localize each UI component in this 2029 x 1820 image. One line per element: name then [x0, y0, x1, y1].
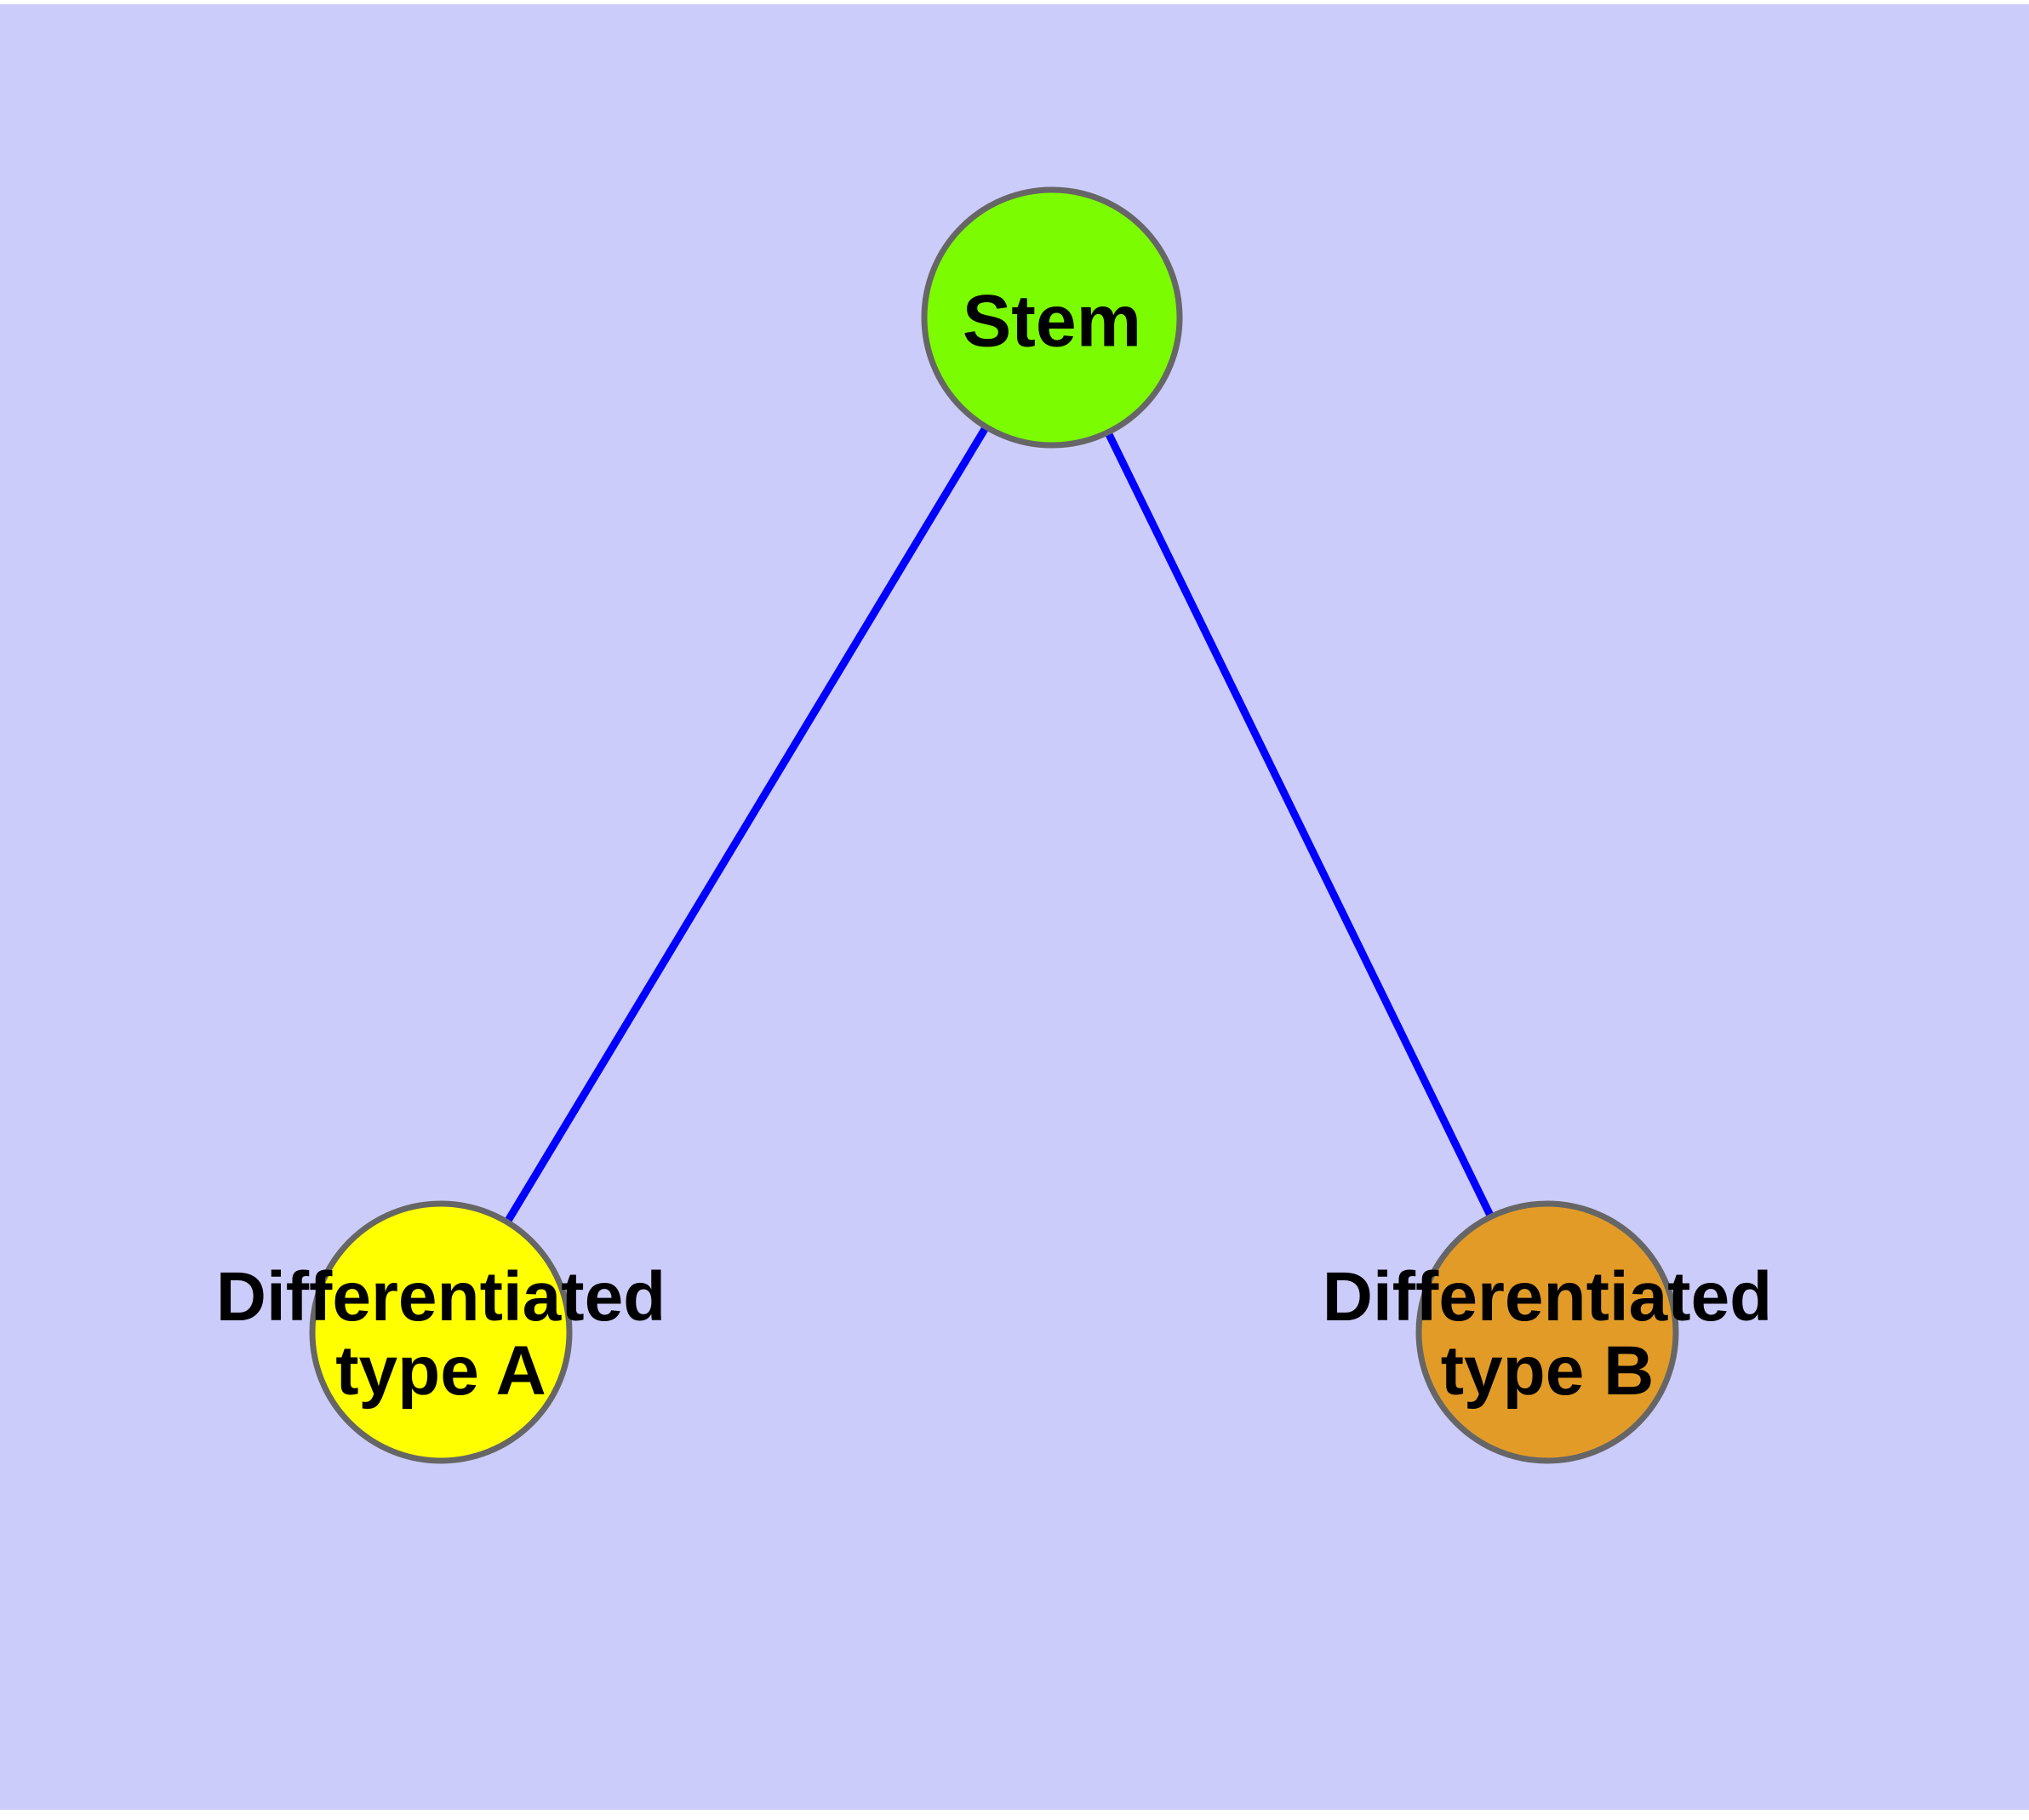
node-differentiated-type-a[interactable]: [309, 1200, 573, 1464]
edge-stem-to-differentiated-type-a: [437, 315, 1055, 1335]
node-stem[interactable]: [921, 186, 1183, 449]
edge-layer: [437, 315, 1552, 1335]
node-layer: [309, 186, 1679, 1464]
node-differentiated-type-b[interactable]: [1415, 1200, 1679, 1464]
edge-stem-to-differentiated-type-b: [1048, 316, 1552, 1334]
